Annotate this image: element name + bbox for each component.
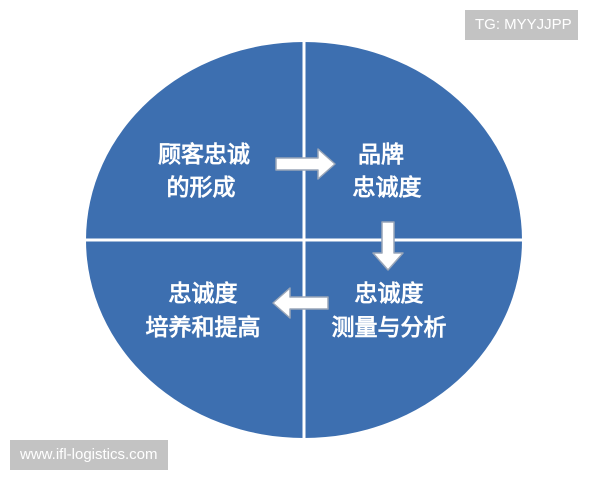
down-arrow-icon [372,221,404,271]
quadrant-bottom-left: 忠诚度 培养和提高 [146,280,261,341]
right-arrow-icon [275,148,336,180]
quadrant-top-right-line2: 忠诚度 [353,174,423,201]
quadrant-top-left-line2: 的形成 [167,174,236,201]
quadrant-bottom-left-line2: 培养和提高 [146,314,261,341]
quadrant-bottom-right-line2: 测量与分析 [332,315,447,341]
left-arrow-icon [272,287,329,319]
quadrant-bottom-right-line1: 忠诚度 [355,280,425,307]
quadrant-top-right: 品牌 忠诚度 [353,141,423,201]
quadrant-bottom-right: 忠诚度 测量与分析 [332,280,447,341]
quadrant-top-right-line1: 品牌 [358,141,404,168]
watermark-top-right: TG: MYYJJPP [465,10,578,40]
quadrant-top-left-line1: 顾客忠诚 [158,141,250,168]
quadrant-bottom-left-line1: 忠诚度 [169,280,239,307]
quadrant-top-left: 顾客忠诚 的形成 [158,141,250,201]
watermark-bottom-left: www.ifl-logistics.com [10,440,168,470]
